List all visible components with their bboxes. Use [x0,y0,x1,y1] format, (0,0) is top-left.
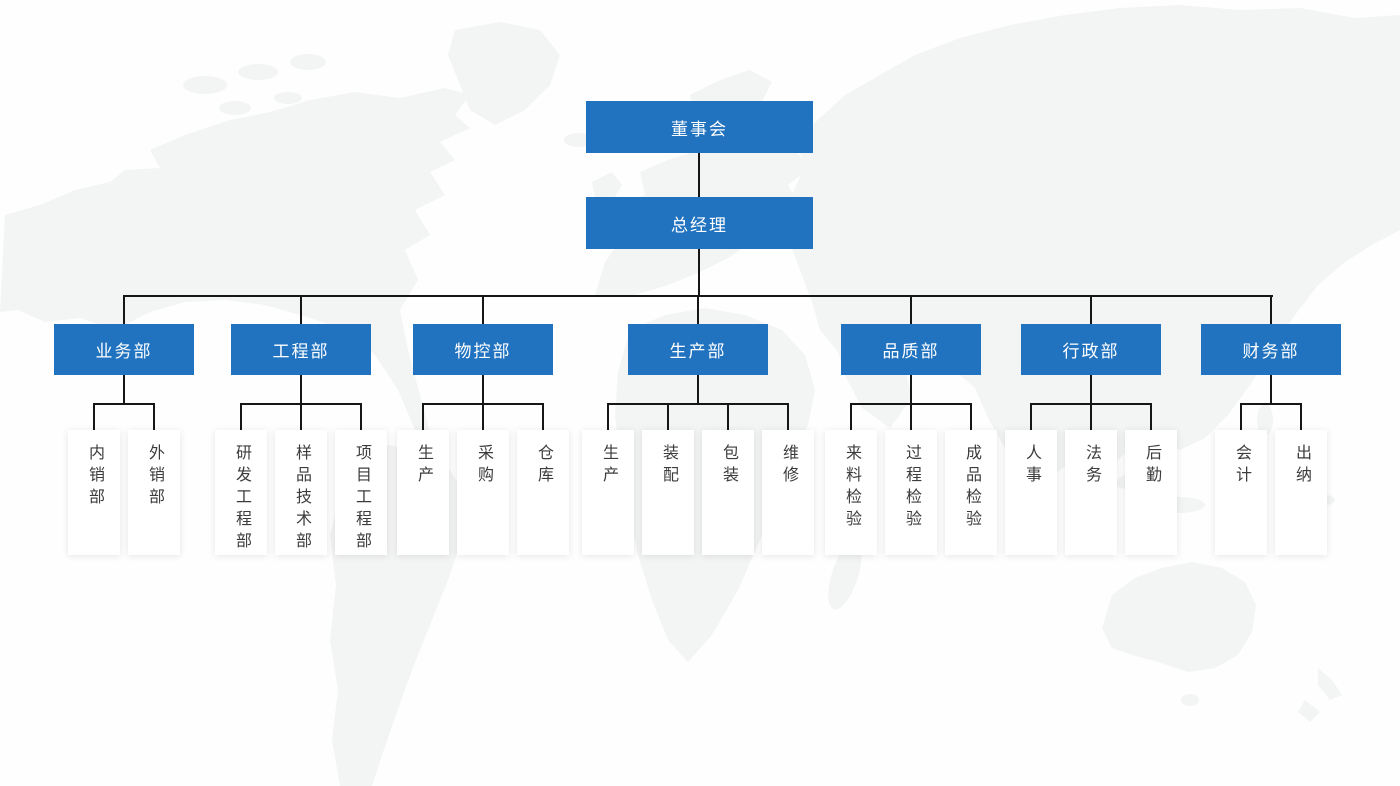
dept-stub-line [300,375,302,403]
dept-drop-line [300,295,302,324]
leaf-box: 人事 [1005,430,1057,555]
leaf-box: 来料检验 [825,430,877,555]
child-drop-line [1300,403,1302,430]
child-drop-line [300,403,302,430]
leaf-label: 内销部 [86,444,103,510]
leaf-box: 包装 [702,430,754,555]
dept-box: 业务部 [54,324,194,375]
child-drop-line [542,403,544,430]
dept-drop-line [123,295,125,324]
leaf-box: 成品检验 [945,430,997,555]
child-drop-line [482,403,484,430]
gm-departments-connector-line [698,249,700,295]
dept-label: 行政部 [1062,342,1120,361]
leaf-label: 采购 [475,444,492,488]
board-label: 董事会 [671,119,728,139]
leaf-box: 仓库 [517,430,569,555]
leaf-box: 内销部 [68,430,120,555]
dept-drop-line [482,295,484,324]
leaf-box: 生产 [582,430,634,555]
dept-stub-line [123,375,125,403]
dept-label: 工程部 [272,342,330,361]
leaf-box: 过程检验 [885,430,937,555]
child-drop-line [93,403,95,430]
leaf-box: 装配 [642,430,694,555]
leaf-box: 样品技术部 [275,430,327,555]
dept-label: 业务部 [95,342,153,361]
leaf-label: 法务 [1083,444,1100,488]
dept-label: 品质部 [882,342,940,361]
child-drop-line [787,403,789,430]
leaf-label: 来料检验 [843,444,860,532]
dept-stub-line [697,375,699,403]
org-node-board: 董事会 [586,101,813,153]
child-drop-line [667,403,669,430]
leaf-label: 生产 [600,444,617,488]
child-drop-line [850,403,852,430]
dept-box: 工程部 [231,324,371,375]
leaf-label: 过程检验 [903,444,920,532]
dept-label: 物控部 [454,342,512,361]
child-drop-line [970,403,972,430]
dept-box: 行政部 [1021,324,1161,375]
leaf-box: 出纳 [1275,430,1327,555]
leaf-label: 样品技术部 [293,444,310,554]
leaf-label: 装配 [660,444,677,488]
leaf-box: 生产 [397,430,449,555]
leaf-label: 人事 [1023,444,1040,488]
dept-stub-line [482,375,484,403]
leaf-label: 维修 [780,444,797,488]
child-drop-line [1030,403,1032,430]
leaf-label: 研发工程部 [233,444,250,554]
leaf-label: 会计 [1233,444,1250,488]
child-drop-line [727,403,729,430]
leaf-label: 成品检验 [963,444,980,532]
dept-box: 品质部 [841,324,981,375]
dept-stub-line [910,375,912,403]
children-rail-line [1240,403,1302,405]
child-drop-line [1090,403,1092,430]
dept-box: 物控部 [413,324,553,375]
child-drop-line [360,403,362,430]
child-drop-line [607,403,609,430]
dept-drop-line [1270,295,1272,324]
leaf-label: 仓库 [535,444,552,488]
leaf-box: 外销部 [128,430,180,555]
leaf-label: 包装 [720,444,737,488]
leaf-box: 研发工程部 [215,430,267,555]
leaf-box: 法务 [1065,430,1117,555]
dept-stub-line [1090,375,1092,403]
dept-label: 财务部 [1242,342,1300,361]
leaf-box: 会计 [1215,430,1267,555]
general-manager-label: 总经理 [671,215,728,235]
dept-box: 财务部 [1201,324,1341,375]
children-rail-line [93,403,155,405]
leaf-box: 后勤 [1125,430,1177,555]
leaf-box: 项目工程部 [335,430,387,555]
child-drop-line [1150,403,1152,430]
leaf-label: 后勤 [1143,444,1160,488]
leaf-label: 生产 [415,444,432,488]
child-drop-line [1240,403,1242,430]
children-rail-line [607,403,789,405]
child-drop-line [153,403,155,430]
board-gm-connector-line [698,153,700,197]
child-drop-line [422,403,424,430]
leaf-label: 项目工程部 [353,444,370,554]
dept-drop-line [1090,295,1092,324]
dept-drop-line [697,295,699,324]
leaf-label: 外销部 [146,444,163,510]
child-drop-line [240,403,242,430]
child-drop-line [910,403,912,430]
org-node-general-manager: 总经理 [586,197,813,249]
leaf-label: 出纳 [1293,444,1310,488]
dept-drop-line [910,295,912,324]
leaf-box: 维修 [762,430,814,555]
dept-box: 生产部 [628,324,768,375]
dept-label: 生产部 [669,342,727,361]
dept-stub-line [1270,375,1272,403]
leaf-box: 采购 [457,430,509,555]
